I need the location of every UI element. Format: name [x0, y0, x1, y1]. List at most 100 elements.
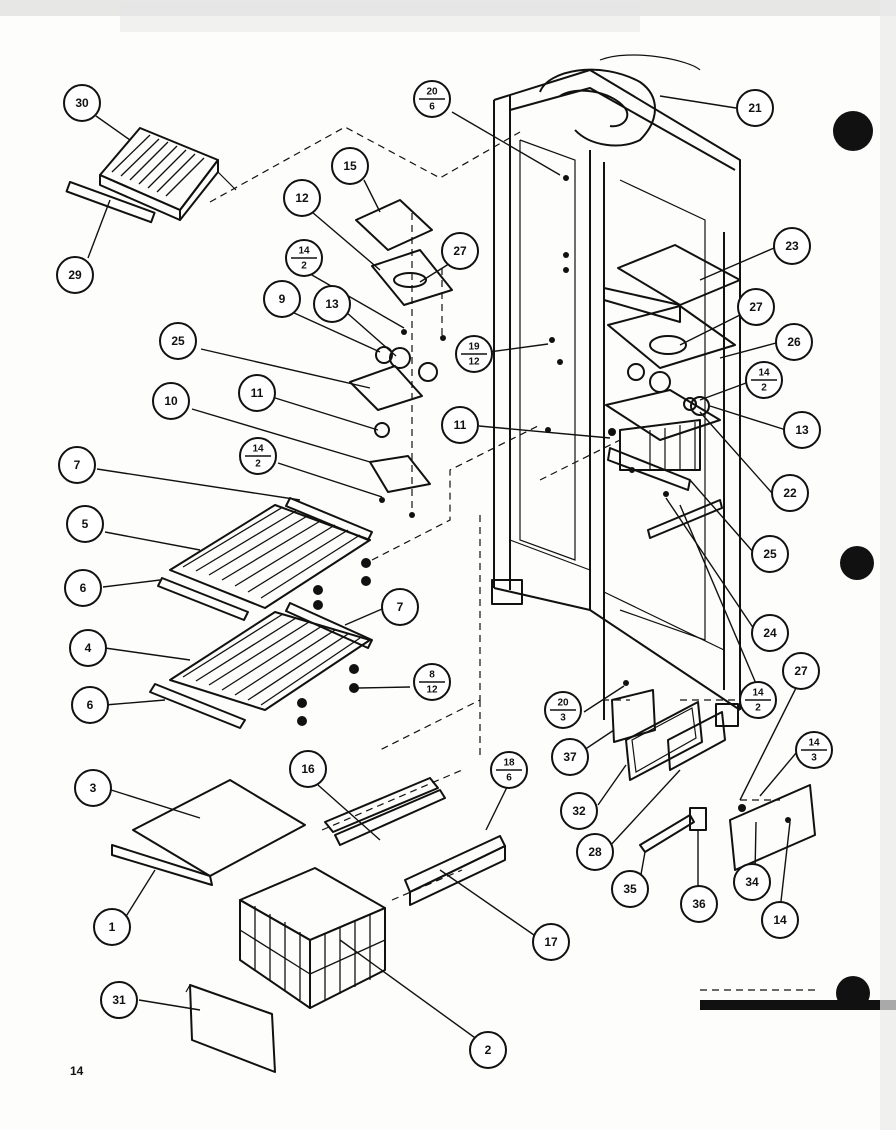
- callout-number: 12: [295, 191, 309, 205]
- callout-number: 25: [763, 547, 777, 561]
- callout-number: 11: [454, 418, 467, 432]
- fresh-food-light-assembly: [603, 244, 741, 539]
- callout-number: 27: [749, 300, 763, 314]
- callout-number: 8: [429, 670, 435, 681]
- callout-number: 32: [572, 804, 586, 818]
- callout-20-6: 206: [413, 80, 451, 118]
- callout-2: 2: [469, 1031, 507, 1069]
- callout-number: 31: [112, 993, 126, 1007]
- callout-6a: 6: [64, 569, 102, 607]
- callout-14-2d: 142: [739, 681, 777, 719]
- callout-number: 22: [783, 486, 797, 500]
- callout-36: 36: [680, 885, 718, 923]
- callout-34: 34: [733, 863, 771, 901]
- callout-quantity: 2: [755, 703, 761, 714]
- callout-number: 7: [397, 600, 404, 614]
- bottom-right-assembly: [611, 680, 816, 871]
- ice-bin-assembly: [65, 127, 237, 224]
- callout-number: 3: [90, 781, 97, 795]
- callout-quantity: 2: [255, 459, 261, 470]
- callout-13b: 13: [783, 411, 821, 449]
- callout-number: 17: [544, 935, 558, 949]
- callout-number: 14: [758, 368, 770, 379]
- callout-quantity: 3: [560, 713, 566, 724]
- callout-3: 3: [74, 769, 112, 807]
- cabinet-liner: [491, 54, 741, 727]
- freezer-light-assembly: [349, 199, 453, 518]
- callout-number: 11: [251, 386, 264, 400]
- callout-number: 34: [745, 875, 759, 889]
- callout-14-2b: 142: [239, 437, 277, 475]
- callout-quantity: 6: [429, 102, 435, 113]
- callout-1: 1: [93, 908, 131, 946]
- callout-number: 37: [563, 750, 577, 764]
- callout-28: 28: [576, 833, 614, 871]
- callout-27a: 27: [441, 232, 479, 270]
- callout-25: 25: [159, 322, 197, 360]
- callout-5: 5: [66, 505, 104, 543]
- callout-number: 1: [109, 920, 116, 934]
- callout-quantity: 2: [301, 261, 307, 272]
- callout-number: 14: [752, 688, 764, 699]
- callout-number: 29: [68, 268, 82, 282]
- alignment-lines: [209, 126, 820, 991]
- freezer-shelves: [149, 497, 373, 729]
- callout-22: 22: [771, 474, 809, 512]
- callout-number: 26: [787, 335, 801, 349]
- callout-number: 14: [252, 444, 264, 455]
- callout-31: 31: [100, 981, 138, 1019]
- page-number: 14: [70, 1064, 84, 1078]
- callout-number: 5: [82, 517, 89, 531]
- callout-27b: 27: [737, 288, 775, 326]
- callout-number: 13: [325, 297, 339, 311]
- callout-number: 30: [75, 96, 89, 110]
- callout-10: 10: [152, 382, 190, 420]
- callout-37: 37: [551, 738, 589, 776]
- callout-number: 19: [468, 342, 480, 353]
- callout-number: 25: [171, 334, 185, 348]
- callout-number: 14: [298, 246, 310, 257]
- leader-lines: [87, 95, 813, 1041]
- callout-number: 14: [773, 913, 787, 927]
- callout-number: 36: [692, 897, 706, 911]
- callout-number: 23: [785, 239, 799, 253]
- callout-number: 20: [426, 87, 438, 98]
- callout-number: 10: [164, 394, 178, 408]
- callout-13a: 13: [313, 285, 351, 323]
- callout-number: 16: [301, 762, 315, 776]
- callout-21: 21: [736, 89, 774, 127]
- callout-quantity: 6: [506, 773, 512, 784]
- callout-number: 2: [485, 1043, 492, 1057]
- callout-9: 9: [263, 280, 301, 318]
- callout-number: 18: [503, 758, 515, 769]
- basket-and-cover: [111, 777, 506, 1073]
- callout-15: 15: [331, 147, 369, 185]
- callout-14-2c: 142: [745, 361, 783, 399]
- callout-17: 17: [532, 923, 570, 961]
- callout-24: 24: [751, 614, 789, 652]
- callout-6b: 6: [71, 686, 109, 724]
- callout-4: 4: [69, 629, 107, 667]
- callout-35: 35: [611, 870, 649, 908]
- callout-number: 4: [85, 641, 92, 655]
- callout-14-2a: 142: [285, 239, 323, 277]
- callout-number: 35: [623, 882, 637, 896]
- callout-23: 23: [773, 227, 811, 265]
- callout-number: 27: [794, 664, 808, 678]
- callout-number: 28: [588, 845, 602, 859]
- callout-11a: 11: [238, 374, 276, 412]
- callout-number: 20: [557, 698, 569, 709]
- callout-7a: 7: [58, 446, 96, 484]
- callout-25b: 25: [751, 535, 789, 573]
- callout-30: 30: [63, 84, 101, 122]
- callout-14-3: 143: [795, 731, 833, 769]
- callout-11b: 11: [441, 406, 479, 444]
- callout-number: 6: [87, 698, 94, 712]
- callout-14: 14: [761, 901, 799, 939]
- callout-12: 12: [283, 179, 321, 217]
- callout-32: 32: [560, 792, 598, 830]
- callout-quantity: 2: [761, 383, 767, 394]
